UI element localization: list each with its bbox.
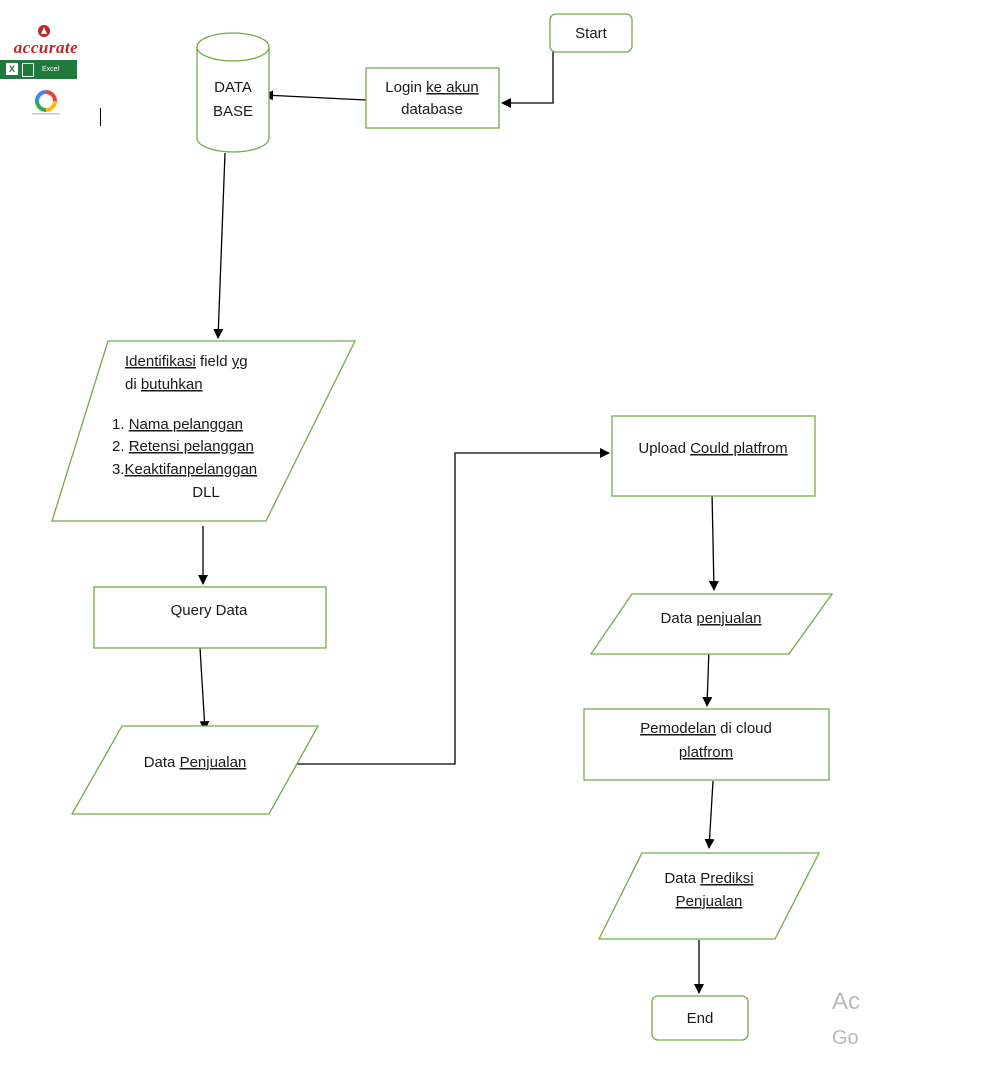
login-text-b: ke akun bbox=[426, 79, 479, 96]
prediction-label-line1: Data Prediksi bbox=[664, 870, 753, 887]
modeling-label-line2: platfrom bbox=[679, 744, 733, 761]
login-node: Login ke akun database bbox=[365, 67, 500, 129]
google-cloud-icon bbox=[32, 90, 60, 115]
identify-item-1-text: Nama pelanggan bbox=[129, 416, 243, 433]
modeling-line1-a: Pemodelan bbox=[640, 720, 716, 737]
identify-item-3-num: 3. bbox=[112, 461, 125, 478]
text-cursor bbox=[100, 108, 101, 126]
excel-logo-text: Excel bbox=[42, 66, 60, 73]
sales-data-left-a: Data bbox=[144, 754, 180, 771]
identify-line1-a: Identifikasi bbox=[125, 353, 196, 370]
login-label-line2: database bbox=[401, 101, 463, 118]
arrow-upload-to-sales-right bbox=[708, 491, 719, 591]
identify-item-2-text: Retensi pelanggan bbox=[129, 438, 254, 455]
database-node: DATA BASE bbox=[196, 32, 270, 153]
prediction-label-line2: Penjualan bbox=[676, 893, 743, 910]
sales-data-right-node: Data penjualan bbox=[589, 593, 834, 655]
identify-line2-b: butuhkan bbox=[141, 376, 203, 393]
connectors bbox=[198, 52, 719, 994]
identify-item-2-num: 2. bbox=[112, 438, 129, 455]
arrow-start-to-login bbox=[501, 52, 554, 108]
arrow-modeling-to-prediction bbox=[704, 780, 715, 849]
identify-fields-node: Identifikasi field yg di butuhkan 1. Nam… bbox=[51, 340, 357, 522]
identify-line1-c: yg bbox=[232, 353, 248, 370]
prediction-line2: Penjualan bbox=[676, 893, 743, 910]
excel-logo: X Excel bbox=[0, 60, 77, 79]
upload-cloud-label: Upload Could platfrom bbox=[638, 440, 787, 457]
start-label: Start bbox=[575, 25, 608, 42]
watermark-line2: Go bbox=[832, 1027, 859, 1049]
excel-x-icon: X bbox=[6, 63, 18, 75]
identify-item-4: DLL bbox=[192, 484, 220, 501]
sales-data-right-label: Data penjualan bbox=[661, 610, 762, 627]
login-label-line1: Login ke akun bbox=[385, 79, 478, 96]
identify-item-3: 3.Keaktifanpelanggan bbox=[112, 461, 257, 478]
identify-item-1: 1. Nama pelanggan bbox=[112, 416, 243, 433]
modeling-node: Pemodelan di cloud platfrom bbox=[583, 708, 830, 781]
accurate-logo: accurate bbox=[0, 25, 92, 58]
arrow-database-to-identify bbox=[213, 152, 226, 339]
arrow-query-to-sales bbox=[199, 647, 210, 731]
arrow-login-to-database bbox=[263, 90, 367, 101]
identify-line1-b: field bbox=[196, 353, 232, 370]
excel-grid-icon bbox=[22, 63, 34, 77]
identify-item-2: 2. Retensi pelanggan bbox=[112, 438, 254, 455]
sales-data-left-node: Data Penjualan bbox=[70, 725, 320, 815]
modeling-line2: platfrom bbox=[679, 744, 733, 761]
database-label-line1: DATA bbox=[214, 79, 252, 96]
login-text-a: Login bbox=[385, 79, 426, 96]
identify-item-3-text: Keaktifanpelanggan bbox=[125, 461, 258, 478]
prediction-line1-a: Data bbox=[664, 870, 700, 887]
identify-line2: di butuhkan bbox=[125, 376, 203, 393]
sales-data-left-b: Penjualan bbox=[180, 754, 247, 771]
prediction-line1-b: Prediksi bbox=[700, 870, 753, 887]
arrow-sales-to-upload bbox=[296, 448, 610, 765]
end-label: End bbox=[687, 1010, 714, 1027]
arrow-sales-right-to-modeling bbox=[702, 647, 713, 707]
accurate-logo-text: accurate bbox=[13, 38, 79, 57]
upload-cloud-b: Could platfrom bbox=[690, 440, 788, 457]
sales-data-right-a: Data bbox=[661, 610, 697, 627]
sales-data-right-b: penjualan bbox=[696, 610, 761, 627]
accurate-mark-icon bbox=[38, 25, 50, 37]
logos-panel: accurate X Excel bbox=[0, 24, 92, 124]
end-node: End bbox=[651, 995, 749, 1041]
sales-data-left-label: Data Penjualan bbox=[144, 754, 247, 771]
identify-item-1-num: 1. bbox=[112, 416, 129, 433]
query-data-label: Query Data bbox=[171, 602, 248, 619]
upload-cloud-a: Upload bbox=[638, 440, 690, 457]
prediction-node: Data Prediksi Penjualan bbox=[597, 852, 821, 940]
query-data-node: Query Data bbox=[93, 586, 327, 649]
watermark-line1: Ac bbox=[832, 988, 861, 1015]
modeling-label-line1: Pemodelan di cloud bbox=[640, 720, 772, 737]
upload-cloud-node: Upload Could platfrom bbox=[611, 415, 816, 497]
identify-line1: Identifikasi field yg bbox=[125, 353, 248, 370]
identify-line2-a: di bbox=[125, 376, 141, 393]
start-node: Start bbox=[549, 13, 633, 53]
database-label-line2: BASE bbox=[213, 103, 253, 120]
modeling-line1-b: di cloud bbox=[716, 720, 772, 737]
